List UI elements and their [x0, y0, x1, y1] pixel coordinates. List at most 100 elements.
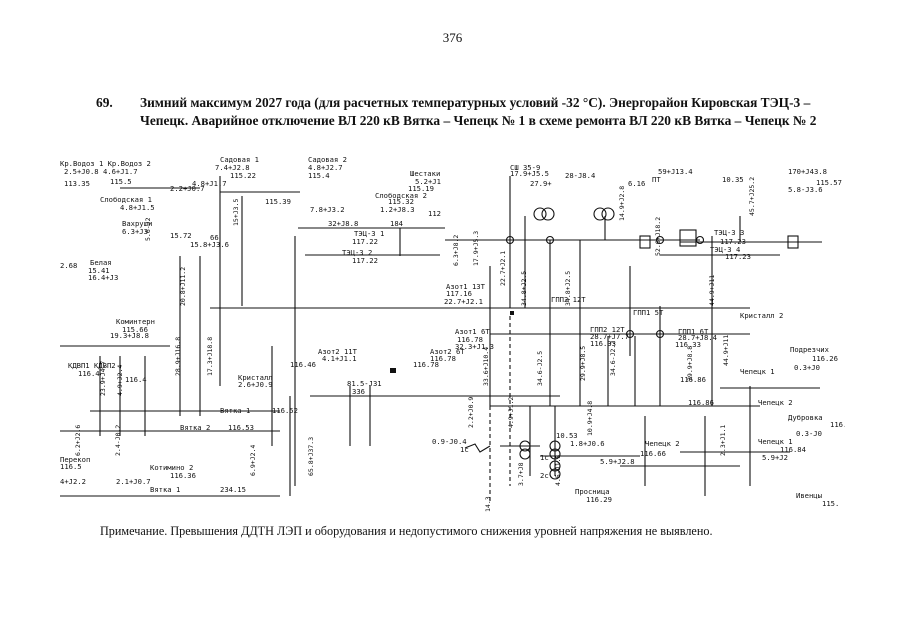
- svg-text:Ивенцы: Ивенцы: [796, 491, 822, 500]
- svg-text:ГПП1 5Т: ГПП1 5Т: [633, 308, 664, 317]
- svg-text:115.19: 115.19: [408, 184, 434, 193]
- svg-text:ГПП2 12Т: ГПП2 12Т: [590, 325, 625, 334]
- svg-text:14.9+J2.8: 14.9+J2.8: [618, 186, 626, 221]
- svg-text:4.8+J1.5: 4.8+J1.5: [120, 203, 155, 212]
- section-title: Зимний максимум 2027 года (для расчетных…: [140, 95, 817, 128]
- svg-text:15.41: 15.41: [88, 266, 110, 275]
- svg-text:Кристалл 2: Кристалл 2: [740, 311, 783, 320]
- svg-text:113.35: 113.35: [64, 179, 90, 188]
- svg-text:Слободская 1: Слободская 1: [100, 195, 152, 204]
- svg-text:2.2+J0.7: 2.2+J0.7: [170, 184, 205, 193]
- svg-text:Чепецк 1: Чепецк 1: [758, 437, 793, 446]
- svg-text:10.53: 10.53: [556, 431, 578, 440]
- svg-text:34.8+J2.5: 34.8+J2.5: [520, 271, 528, 306]
- svg-text:СШ 35-9: СШ 35-9: [510, 163, 540, 172]
- svg-text:4.9+J2.4: 4.9+J2.4: [116, 365, 124, 396]
- svg-text:ТЭЦ-3 2: ТЭЦ-3 2: [342, 248, 372, 257]
- svg-text:81.5-J31: 81.5-J31: [347, 379, 382, 388]
- svg-text:2.1+J0.7: 2.1+J0.7: [116, 477, 151, 486]
- svg-text:Вятка 1: Вятка 1: [220, 406, 250, 415]
- svg-text:1с: 1с: [460, 445, 469, 454]
- svg-text:115.39: 115.39: [265, 197, 291, 206]
- svg-text:6.9+J2.4: 6.9+J2.4: [249, 445, 257, 476]
- svg-text:32+J8.8: 32+J8.8: [328, 219, 358, 228]
- svg-text:Коминтерн: Коминтерн: [116, 317, 155, 326]
- svg-text:29.9+J8.5: 29.9+J8.5: [579, 346, 587, 381]
- svg-text:116.78: 116.78: [457, 335, 483, 344]
- svg-text:34.6-J2.5: 34.6-J2.5: [536, 351, 544, 386]
- svg-text:Просница: Просница: [575, 487, 610, 496]
- svg-text:115.4: 115.4: [308, 171, 330, 180]
- svg-text:5.6-J2: 5.6-J2: [144, 217, 152, 241]
- svg-text:Кристалл: Кристалл: [238, 373, 273, 382]
- svg-text:Вахруши: Вахруши: [122, 219, 152, 228]
- svg-text:116.33: 116.33: [590, 339, 616, 348]
- svg-text:3.7+J8: 3.7+J8: [517, 462, 525, 486]
- svg-text:116.4: 116.4: [125, 375, 147, 384]
- svg-text:28.7+J7.7: 28.7+J7.7: [590, 332, 629, 341]
- section-number: 69.: [96, 95, 113, 110]
- svg-text:20.8+J11.2: 20.8+J11.2: [179, 267, 187, 306]
- svg-text:336: 336: [352, 387, 365, 396]
- svg-text:116.52: 116.52: [272, 406, 298, 415]
- svg-text:112: 112: [428, 209, 441, 218]
- svg-text:116.84: 116.84: [780, 445, 806, 454]
- svg-text:44.9+J11: 44.9+J11: [722, 335, 730, 366]
- svg-text:22.7+J2.1: 22.7+J2.1: [499, 251, 507, 286]
- svg-text:116.53: 116.53: [228, 423, 254, 432]
- svg-text:116.36: 116.36: [170, 471, 196, 480]
- svg-text:116.86: 116.86: [688, 398, 714, 407]
- svg-text:5.2+J1: 5.2+J1: [415, 177, 441, 186]
- svg-text:ПТ: ПТ: [652, 175, 661, 184]
- svg-text:23.9+J4.7: 23.9+J4.7: [99, 361, 107, 396]
- svg-text:ГПП2 12Т: ГПП2 12Т: [551, 295, 586, 304]
- svg-text:32.3+J1.3: 32.3+J1.3: [455, 342, 494, 351]
- svg-text:1.8+J0.6: 1.8+J0.6: [570, 439, 605, 448]
- svg-text:115.57: 115.57: [816, 178, 842, 187]
- svg-text:ГПП1 6Т: ГПП1 6Т: [678, 327, 709, 336]
- svg-text:2.5+J0.8 4.6+J1.7: 2.5+J0.8 4.6+J1.7: [64, 167, 138, 176]
- svg-text:Чепецк 2: Чепецк 2: [758, 398, 793, 407]
- power-grid-schematic: Кр.Водоз 1 Кр.Водоз 2 2.5+J0.8 4.6+J1.7 …: [60, 156, 845, 512]
- svg-text:Азот1 13Т: Азот1 13Т: [446, 282, 486, 291]
- svg-text:2.2+J0.9: 2.2+J0.9: [467, 397, 475, 428]
- svg-text:2.6+J0.9: 2.6+J0.9: [238, 380, 273, 389]
- svg-text:116.78: 116.78: [413, 360, 439, 369]
- svg-text:65.8+J37.3: 65.8+J37.3: [307, 437, 315, 476]
- svg-text:19.3+J8.8: 19.3+J8.8: [110, 331, 149, 340]
- svg-text:Котимино 2: Котимино 2: [150, 463, 193, 472]
- page-number: 376: [442, 30, 463, 45]
- svg-text:4.9+J1.2: 4.9+J1.2: [507, 397, 515, 428]
- svg-text:7.4+J2.8: 7.4+J2.8: [215, 163, 250, 172]
- svg-text:4.5-J1.5: 4.5-J1.5: [554, 455, 562, 486]
- svg-text:10.35: 10.35: [722, 175, 744, 184]
- svg-text:45.7+J25.2: 45.7+J25.2: [748, 177, 756, 216]
- svg-text:115.66: 115.66: [122, 325, 148, 334]
- svg-text:17.9+J5.3: 17.9+J5.3: [472, 231, 480, 266]
- svg-text:Азот2 6Т: Азот2 6Т: [430, 347, 465, 356]
- svg-text:4+J2.2: 4+J2.2: [60, 477, 86, 486]
- svg-text:116.46: 116.46: [290, 360, 316, 369]
- svg-text:116.66: 116.66: [640, 449, 666, 458]
- svg-text:Слободская 2: Слободская 2: [375, 191, 427, 200]
- svg-text:44.9+J11: 44.9+J11: [708, 275, 716, 306]
- svg-text:15.72: 15.72: [170, 231, 192, 240]
- svg-text:2.4-J0.2: 2.4-J0.2: [114, 425, 122, 456]
- svg-text:33.6+J10.4: 33.6+J10.4: [482, 347, 490, 386]
- svg-text:6.16: 6.16: [628, 179, 645, 188]
- svg-text:17.9+J5.5: 17.9+J5.5: [510, 169, 549, 178]
- svg-text:14.3: 14.3: [484, 496, 492, 512]
- svg-text:1.2+J8.3: 1.2+J8.3: [380, 205, 415, 214]
- svg-text:116.78: 116.78: [430, 354, 456, 363]
- svg-text:16.4+J3: 16.4+J3: [88, 273, 118, 282]
- svg-text:4.8+J2.7: 4.8+J2.7: [308, 163, 343, 172]
- svg-text:Вятка 2: Вятка 2: [180, 423, 210, 432]
- svg-text:6.2+J2.6: 6.2+J2.6: [74, 425, 82, 456]
- svg-text:234.15: 234.15: [220, 485, 246, 494]
- svg-text:117.16: 117.16: [446, 289, 472, 298]
- svg-text:115.5: 115.5: [110, 177, 132, 186]
- svg-text:Дубровка: Дубровка: [788, 413, 823, 422]
- svg-text:115.: 115.: [822, 499, 839, 508]
- svg-text:116.: 116.: [830, 420, 845, 429]
- svg-text:2с: 2с: [540, 471, 549, 480]
